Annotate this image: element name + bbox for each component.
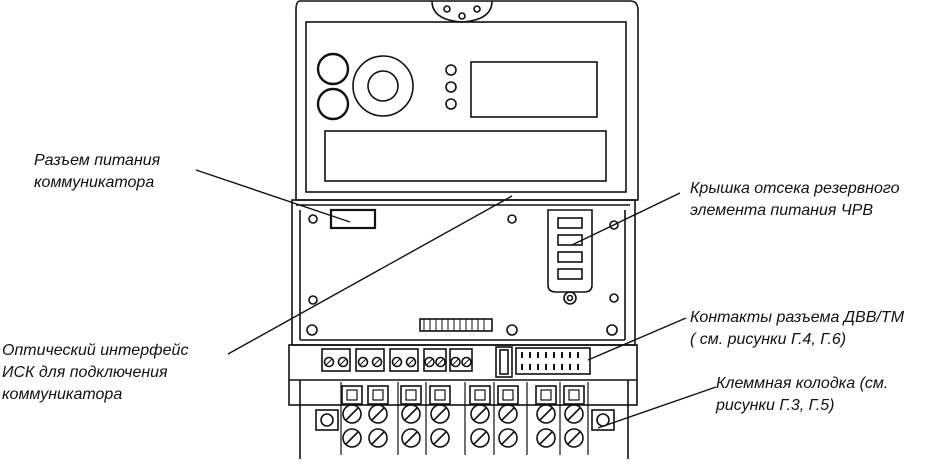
terminal-screw: [400, 385, 422, 448]
callout-line: Разъем питания: [34, 152, 161, 169]
leader-terminal-block: [597, 386, 717, 429]
callout-optical-interface: Оптический интерфейс ИСК для подключения…: [2, 340, 188, 406]
callout-line: Клеммная колодка (см.: [716, 375, 889, 392]
dvv-contacts: [515, 347, 591, 375]
terminal-screw: [535, 385, 557, 448]
callout-line: Оптический интерфейс: [2, 342, 189, 359]
leader-lines: [195, 169, 717, 429]
battery-cover: [547, 209, 593, 305]
callout-dvv-contacts: Контакты разъема ДВВ/ТМ ( см. рисунки Г.…: [690, 307, 904, 351]
optical-interface-strip: [419, 318, 493, 332]
callout-line: Контакты разъема ДВВ/ТМ: [690, 309, 905, 326]
top-seal: [431, 0, 493, 23]
leader-battery-cover: [571, 192, 681, 246]
inner-panel: [296, 204, 630, 341]
connector-row: [289, 346, 637, 381]
callout-line: коммуникатора: [34, 174, 155, 191]
terminal-screw: [497, 385, 519, 448]
callout-line: ( см. рисунки Г.4, Г.6): [690, 331, 847, 348]
power-connector-socket: [329, 208, 377, 230]
callout-line: коммуникатора: [2, 386, 123, 403]
callout-power-connector: Разъем питания коммуникатора: [34, 150, 160, 194]
terminal-screw: [563, 385, 585, 448]
leader-optical-interface: [227, 195, 513, 355]
callout-line: рисунки Г.3, Г.5): [716, 397, 835, 414]
connector-screw-pair: [449, 348, 473, 372]
callout-line: ИСК для подключения: [2, 364, 168, 381]
callout-terminal-block: Клеммная колодка (см. рисунки Г.3, Г.5): [716, 373, 888, 417]
connector-screw-pair: [355, 348, 385, 372]
leader-power-connector: [195, 169, 351, 223]
callout-battery-cover: Крышка отсека резервного элемента питани…: [690, 178, 899, 222]
display-panel: [305, 21, 627, 193]
terminal-block: [299, 380, 629, 459]
terminal-screw: [367, 385, 389, 448]
connector-screw-pair: [423, 348, 447, 372]
connector-screw-pair: [321, 348, 351, 372]
terminal-screw: [469, 385, 491, 448]
leader-dvv-contacts: [587, 317, 687, 361]
callout-line: элемента питания ЧРВ: [690, 202, 873, 219]
callout-line: Крышка отсека резервного: [690, 180, 900, 197]
meter-case: [288, 0, 639, 406]
terminal-screw: [341, 385, 363, 448]
connector-screw-pair: [389, 348, 419, 372]
terminal-screw: [429, 385, 451, 448]
